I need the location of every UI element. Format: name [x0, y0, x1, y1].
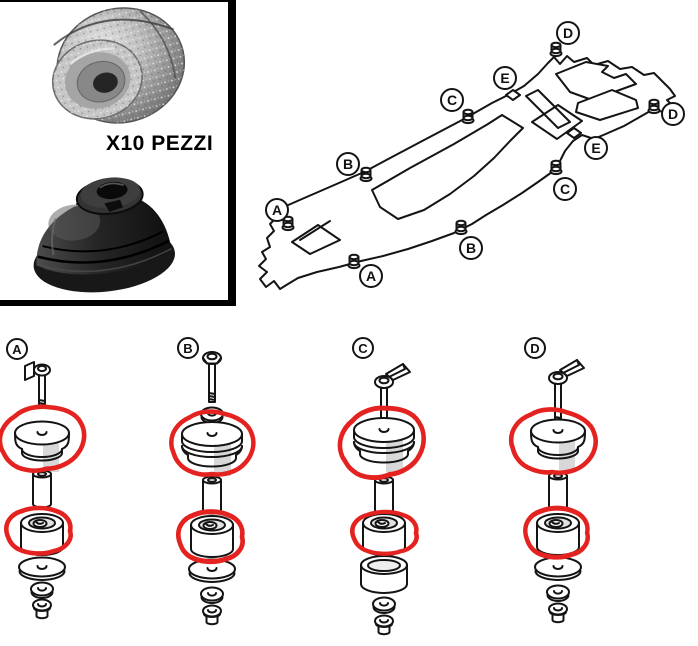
flat-washer: [18, 556, 66, 581]
lower-bushing: [190, 515, 234, 558]
frame-hole-e1: [505, 89, 521, 101]
frame-opening-between-e: [531, 104, 583, 140]
chassis-label-d-top: D: [556, 21, 580, 45]
chassis-label-c-bottom: C: [553, 177, 577, 201]
frame-rear-opening-1: [555, 61, 637, 101]
chassis-label-b-bottom: B: [459, 236, 483, 260]
spacer-sleeve: [548, 471, 568, 511]
small-washer: [372, 596, 396, 614]
small-washer: [30, 581, 54, 599]
assembly-d-label: D: [524, 337, 546, 359]
frame-crossmember: [525, 89, 571, 129]
flat-washer: [534, 556, 582, 581]
frame-mid-opening: [371, 114, 524, 220]
nut: [374, 614, 394, 636]
spacer-sleeve: [32, 469, 52, 509]
assembly-d-exploded-view: [490, 359, 640, 624]
hex-bolt: [202, 351, 222, 403]
upper-bushing: [353, 417, 415, 473]
assembly-b-exploded-view: [160, 351, 290, 626]
chassis-label-c-top: C: [440, 88, 464, 112]
lower-bushing: [362, 513, 406, 556]
upper-bushing: [530, 418, 586, 471]
frame-outline: [258, 55, 676, 290]
assembly-c-exploded-view: [330, 363, 470, 636]
quantity-label: X10 PEZZI: [106, 132, 214, 155]
nut: [202, 604, 222, 626]
frame-hole-e2: [566, 127, 582, 139]
assembly-a-exploded-view: [0, 361, 130, 620]
small-washer: [546, 584, 570, 602]
small-washer: [200, 586, 224, 604]
cup-washer: [360, 555, 408, 594]
assembly-b-label: B: [177, 337, 199, 359]
lower-bushing: [536, 513, 580, 556]
chassis-label-a-bottom: A: [359, 264, 383, 288]
frame-front-opening: [291, 224, 341, 255]
chassis-label-a-front: A: [265, 198, 289, 222]
chassis-diagram: [258, 41, 676, 290]
chassis-label-e-right: E: [584, 136, 608, 160]
assembly-c-label: C: [352, 337, 374, 359]
rubber-bushing-photo: [33, 177, 175, 293]
assembly-a-label: A: [6, 338, 28, 360]
bracket-bolt: [24, 361, 51, 409]
chassis-label-e-top: E: [493, 66, 517, 90]
spacer-sleeve: [202, 475, 222, 515]
upper-bushing: [181, 421, 243, 477]
nut: [32, 598, 52, 620]
chassis-label-b-left: B: [336, 152, 360, 176]
product-photo-box: X10 PEZZI: [0, 0, 236, 306]
nut: [548, 602, 568, 624]
metal-bushing-photo: [51, 7, 186, 124]
spacer-sleeve: [374, 475, 394, 515]
frame-rear-opening-2: [575, 89, 639, 121]
chassis-label-d-right: D: [661, 102, 685, 126]
